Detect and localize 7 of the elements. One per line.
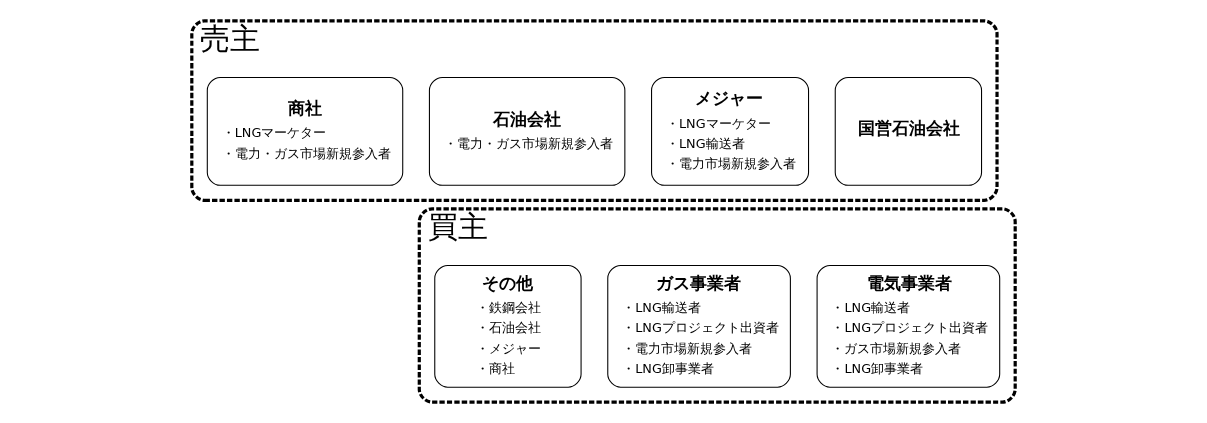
node-box: 電気事業者 ・LNG輸送者 ・LNGプロジェクト出資者 ・ガス市場新規参入者 ・LNG卸事業者 (816, 264, 1001, 388)
node-box: 石油会社 ・電力・ガス市場新規参入者 (428, 76, 626, 186)
node-box: その他 ・鉄鋼会社 ・石油会社 ・メジャー ・商社 (434, 264, 582, 388)
node-box: 商社 ・LNGマーケター ・電力・ガス市場新規参入者 (206, 76, 404, 186)
node-box: メジャー ・LNGマーケター ・LNG輸送者 ・電力市場新規参入者 (651, 76, 810, 186)
node-box: 国営石油会社 (834, 76, 983, 186)
node-box: ガス事業者 ・LNG輸送者 ・LNGプロジェクト出資者 ・電力市場新規参入者 ・LNG卸事業者 (607, 264, 791, 388)
